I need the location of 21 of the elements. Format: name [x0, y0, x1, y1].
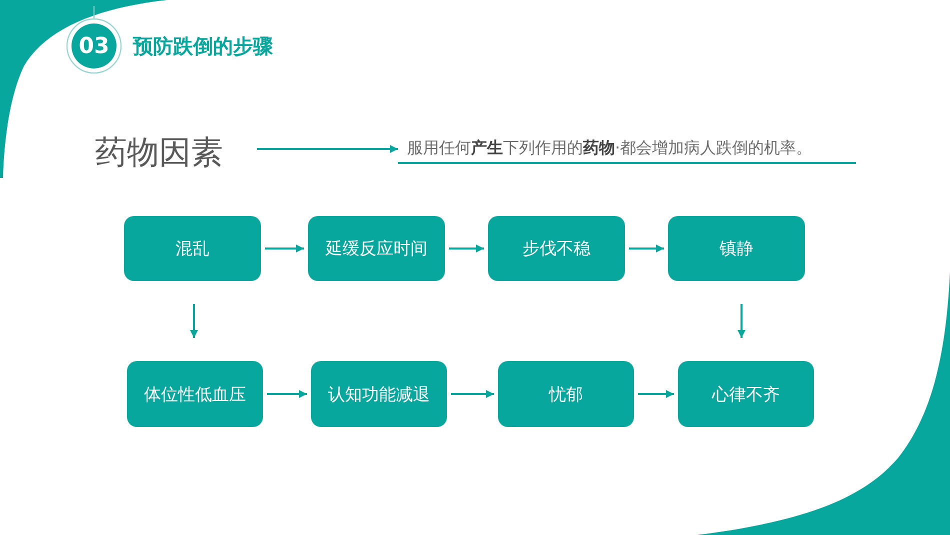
- arrow: [629, 244, 664, 252]
- arrow: [267, 390, 307, 398]
- process-box: 认知功能减退: [311, 361, 447, 427]
- heading-text: 药物因素: [93, 132, 225, 172]
- process-box: 步伐不稳: [488, 216, 625, 281]
- process-box: 心律不齐: [678, 361, 814, 427]
- arrow: [738, 304, 746, 338]
- arrow: [190, 304, 198, 338]
- process-box: 忧郁: [498, 361, 634, 427]
- process-box: 延缓反应时间: [308, 216, 445, 281]
- process-box: 体位性低血压: [127, 361, 263, 427]
- underlined-note: 服用任何产生下列作用的药物·都会增加病人跌倒的机率。: [398, 134, 856, 164]
- number-badge: 03: [66, 18, 122, 74]
- process-box: 镇静: [668, 216, 805, 281]
- arrow: [638, 390, 674, 398]
- arrow: [449, 244, 484, 252]
- slide-title: 预防跌倒的步骤: [133, 33, 273, 59]
- arrow: [257, 145, 398, 153]
- arrow: [265, 244, 304, 252]
- process-box: 混乱: [124, 216, 261, 281]
- arrow: [451, 390, 494, 398]
